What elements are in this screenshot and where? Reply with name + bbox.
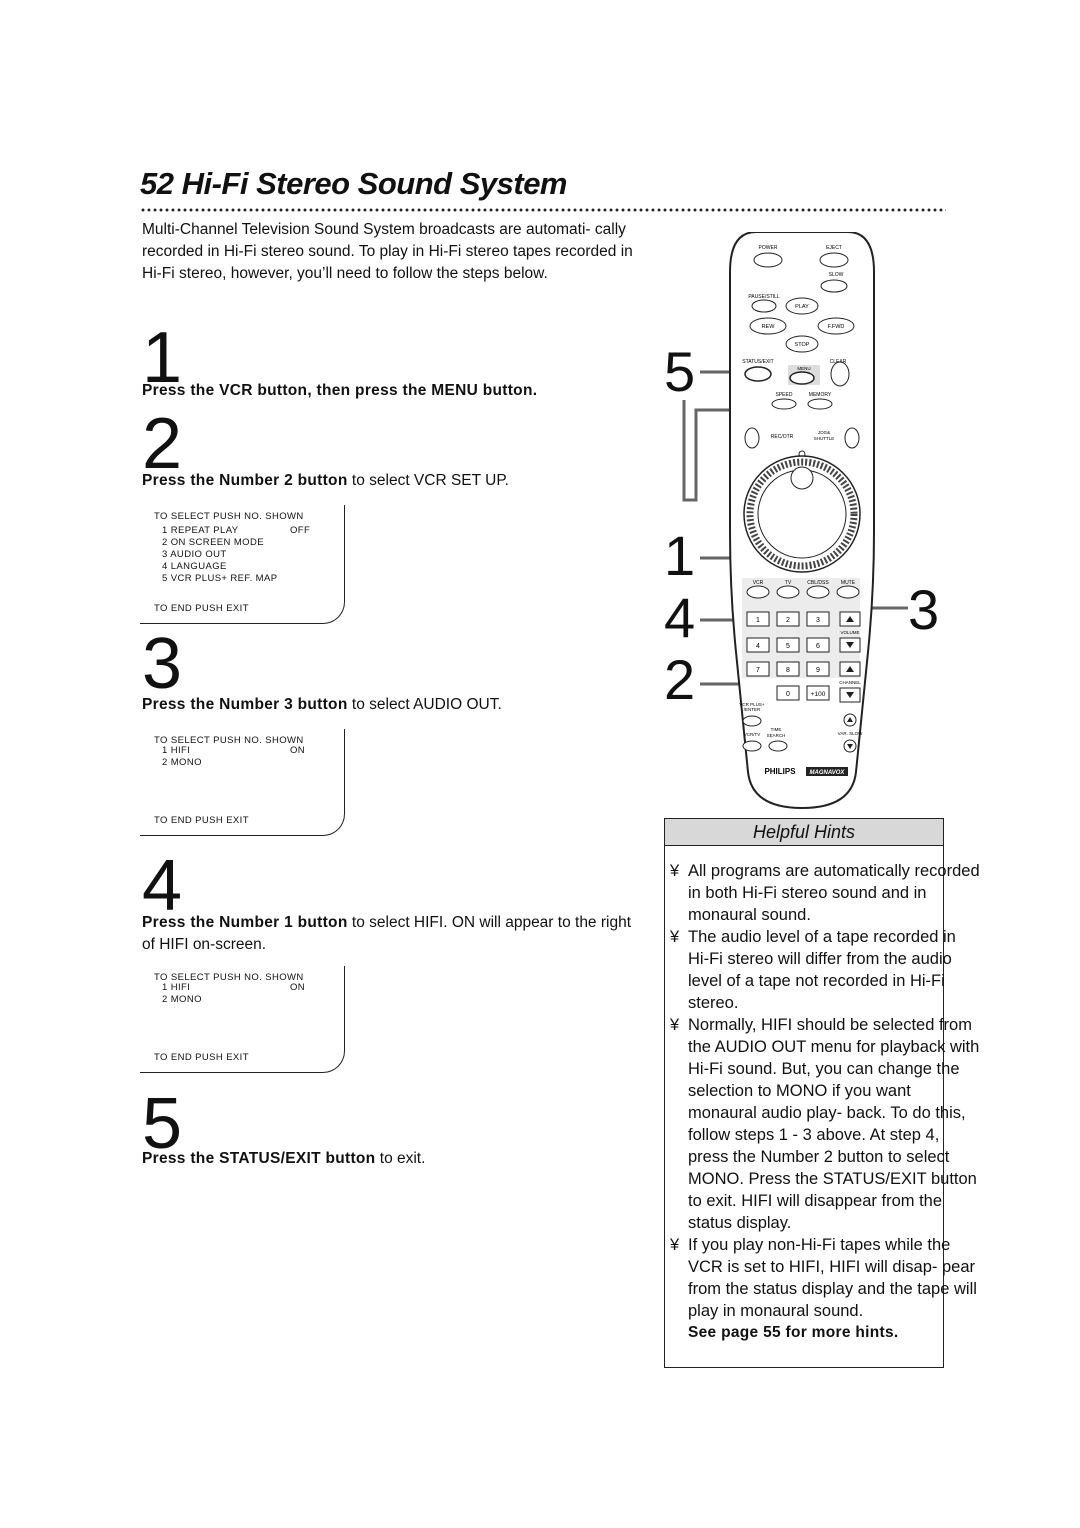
step-2-bold: Press the Number 2 button (142, 472, 348, 489)
menu-row: 2 MONO (162, 757, 202, 768)
label-power: POWER (759, 245, 778, 251)
screen-header: TO SELECT PUSH NO. SHOWN (154, 735, 304, 746)
label-mute: MUTE (841, 580, 856, 586)
step-3-number: 3 (142, 624, 183, 704)
remote-control-illustration: POWER EJECT SLOW PAUSE/STILL PLAY REW F.… (729, 232, 875, 810)
step-5-rest: to exit. (375, 1150, 426, 1167)
key-5: 5 (786, 643, 790, 650)
screen-header: TO SELECT PUSH NO. SHOWN (154, 972, 304, 983)
label-varslow: VAR. SLOW (838, 731, 863, 736)
callout-2: 2 (664, 648, 696, 711)
key-4: 4 (756, 643, 760, 650)
helpful-hints-box (664, 846, 944, 1368)
callout-3: 3 (908, 578, 940, 641)
step-3-bold: Press the Number 3 button (142, 696, 348, 713)
label-ffwd: F.FWD (828, 324, 845, 330)
step-3-text: Press the Number 3 button to select AUDI… (142, 696, 502, 714)
screen-footer: TO END PUSH EXIT (154, 1052, 249, 1063)
label-speed: SPEED (776, 392, 793, 398)
step-2-text: Press the Number 2 button to select VCR … (142, 472, 509, 490)
label-status: STATUS/EXIT (742, 359, 773, 365)
label-eject: EJECT (826, 245, 842, 251)
label-vcr: VCR (753, 580, 764, 586)
label-rew: REW (762, 324, 776, 330)
menu-row: 2 MONO (162, 994, 202, 1005)
menu-row: 2 ON SCREEN MODE (162, 537, 264, 548)
hint-item: ¥Normally, HIFI should be selected from … (670, 1016, 980, 1232)
step-5-number: 5 (142, 1084, 183, 1164)
label-jog: JOG& (818, 430, 830, 435)
key-1: 1 (756, 617, 760, 624)
label-channel: CHANNEL (839, 680, 861, 685)
key-2: 2 (786, 617, 790, 624)
label-pause: PAUSE/STILL (748, 294, 780, 300)
label-enter: /ENTER (744, 707, 761, 712)
key-plus100: +100 (811, 691, 826, 698)
label-menu: MENU (797, 366, 810, 371)
helpful-hints-list: ¥All programs are automatically recorded… (670, 860, 980, 1344)
label-memory: MEMORY (809, 392, 832, 398)
step-1-text: Press the VCR button, then press the MEN… (142, 382, 537, 400)
step-4-text: Press the Number 1 button to select HIFI… (142, 912, 642, 956)
step-4-rest: to select HIFI. ON will appear to the ri… (142, 914, 632, 953)
menu-row: 4 LANGUAGE (162, 561, 227, 572)
label-time: TIME (771, 727, 782, 732)
key-6: 6 (816, 643, 820, 650)
key-9: 9 (816, 667, 820, 674)
step-4-bold: Press the Number 1 button (142, 914, 348, 931)
step-3-rest: to select AUDIO OUT. (347, 696, 502, 713)
step-1-bold: Press the VCR button, then press the MEN… (142, 382, 538, 399)
key-0: 0 (786, 691, 790, 698)
label-play: PLAY (795, 304, 809, 310)
see-more-hints: See page 55 for more hints. (688, 1324, 899, 1341)
step-5-bold: Press the STATUS/EXIT button (142, 1150, 376, 1167)
label-stop: STOP (795, 342, 810, 348)
key-3: 3 (816, 617, 820, 624)
label-cbl: CBL/DSS (807, 580, 829, 586)
label-vcrtv: VCR/TV (744, 732, 761, 737)
key-8: 8 (786, 667, 790, 674)
hint-item: ¥The audio level of a tape recorded in H… (670, 928, 956, 1012)
callout-1: 1 (664, 524, 696, 587)
callout-5: 5 (664, 340, 696, 403)
screen-header: TO SELECT PUSH NO. SHOWN (154, 511, 304, 522)
step-4-number: 4 (142, 846, 183, 926)
screen-footer: TO END PUSH EXIT (154, 815, 249, 826)
helpful-hints-heading: Helpful Hints (664, 818, 944, 846)
hint-item: ¥If you play non-Hi-Fi tapes while the V… (670, 1236, 977, 1320)
label-recotr: REC/OTR (771, 434, 794, 440)
brand-magnavox: MAGNAVOX (810, 770, 846, 776)
menu-row: 3 AUDIO OUT (162, 549, 227, 560)
label-tv: TV (785, 580, 792, 586)
dotted-divider (140, 208, 946, 212)
label-vcrplus: VCR PLUS+ (739, 702, 765, 707)
callout-4: 4 (664, 586, 696, 649)
label-slow: SLOW (829, 272, 844, 278)
label-shuttle: SHUTTLE (814, 436, 835, 441)
menu-row: 5 VCR PLUS+ REF. MAP (162, 573, 278, 584)
screen-footer: TO END PUSH EXIT (154, 603, 249, 614)
label-search: SEARCH (767, 733, 786, 738)
step-5-text: Press the STATUS/EXIT button to exit. (142, 1150, 425, 1168)
hint-item: ¥All programs are automatically recorded… (670, 862, 980, 924)
page-title: 52 Hi-Fi Stereo Sound System (140, 166, 568, 201)
step-2-rest: to select VCR SET UP. (347, 472, 509, 489)
step-2-number: 2 (142, 404, 183, 484)
intro-paragraph: Multi-Channel Television Sound System br… (142, 221, 633, 282)
step-1-number: 1 (142, 318, 183, 398)
label-volume: VOLUME (840, 630, 859, 635)
brand-philips: PHILIPS (764, 767, 796, 776)
key-7: 7 (756, 667, 760, 674)
